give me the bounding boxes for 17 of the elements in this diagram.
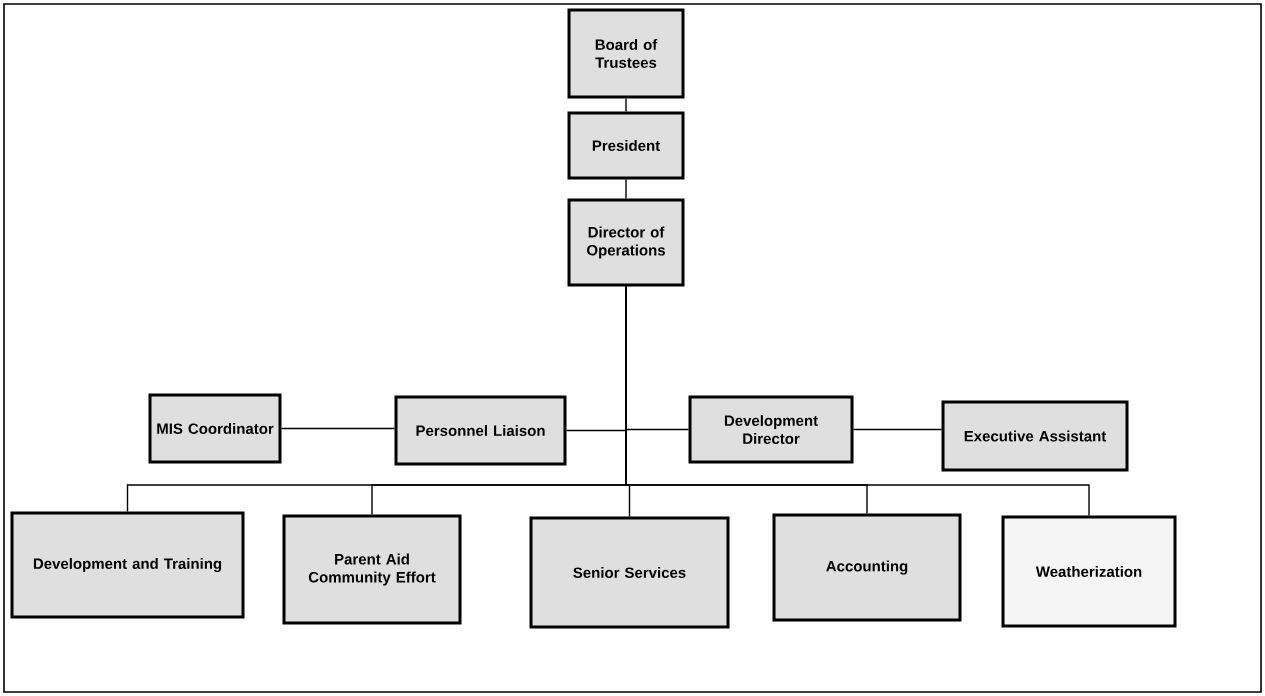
org-box: Weatherization (1001, 515, 1177, 628)
connector-line (625, 97, 627, 113)
org-box: MIS Coordinator (148, 393, 282, 464)
org-box: Board of Trustees (567, 8, 685, 99)
org-box: Director of Operations (567, 198, 685, 287)
connector-line (852, 428, 943, 431)
org-box: Executive Assistant (941, 400, 1129, 472)
connector-line (625, 285, 1090, 517)
org-box: Personnel Liaison (394, 395, 567, 466)
connector-line (625, 178, 627, 200)
org-box: Senior Services (529, 516, 730, 629)
org-box: Development Director (688, 395, 854, 464)
org-box: Accounting (772, 513, 962, 622)
org-box: Parent Aid Community Effort (282, 514, 462, 625)
org-box: Development and Training (10, 511, 245, 619)
connector-line (280, 427, 396, 430)
org-box: President (567, 111, 685, 180)
